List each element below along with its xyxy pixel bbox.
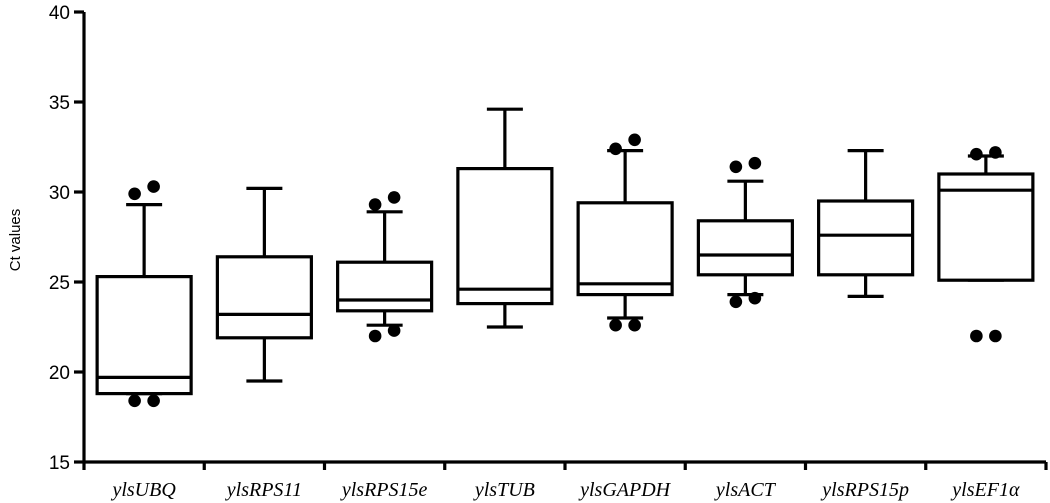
outlier-point (628, 318, 641, 332)
iqr-box (215, 255, 313, 340)
outlier-point (748, 291, 762, 305)
box-ylsUBQ (95, 180, 193, 408)
category-label: ylsGAPDH (578, 479, 672, 501)
box-ylsEF1α (937, 146, 1035, 343)
iqr-box (95, 275, 193, 396)
box-ylsTUB (456, 107, 554, 329)
outlier-point (128, 187, 141, 201)
y-tick-label: 15 (49, 453, 70, 474)
y-axis: 15 20 25 30 35 40 (49, 3, 86, 474)
box-ylsGAPDH (576, 133, 674, 332)
outlier-point (147, 180, 160, 193)
outlier-point (970, 329, 983, 343)
outlier-point (387, 324, 401, 337)
box-ylsRPS15e (336, 191, 434, 343)
box-ylsRPS15p (817, 149, 915, 298)
x-axis (82, 460, 1048, 470)
y-tick-label: 30 (49, 183, 70, 204)
category-label: ylsRPS11 (225, 479, 302, 501)
outlier-point (147, 394, 160, 408)
category-label: ylsRPS15p (820, 479, 909, 501)
y-tick-label: 20 (49, 363, 70, 384)
y-tick-label: 40 (49, 3, 70, 24)
outlier-point (387, 191, 401, 204)
category-label: ylsEF1α (950, 479, 1020, 501)
outlier-point (609, 318, 622, 332)
outlier-point (729, 160, 743, 174)
category-label: ylsUBQ (110, 479, 176, 501)
category-labels: ylsUBQ ylsRPS11 ylsRPS15e ylsTUB ylsGAPDH yls… (110, 479, 1019, 501)
outlier-point (989, 329, 1002, 343)
category-label: ylsTUB (473, 479, 535, 501)
box-ylsRPS11 (215, 186, 313, 383)
iqr-box (456, 167, 554, 306)
outlier-point (970, 147, 983, 161)
category-label: ylsACT (714, 479, 777, 501)
iqr-box (336, 260, 434, 313)
iqr-box (696, 219, 794, 277)
y-tick-label: 25 (49, 273, 70, 294)
category-label: ylsRPS15e (340, 479, 428, 501)
outlier-point (609, 142, 622, 156)
outlier-point (128, 394, 141, 408)
outlier-point (368, 198, 382, 211)
outlier-point (368, 329, 382, 343)
y-tick-label: 35 (49, 93, 70, 114)
boxes (95, 107, 1035, 408)
box-ylsACT (696, 156, 794, 309)
outlier-point (748, 156, 762, 170)
y-axis-label: Ct values (7, 209, 24, 272)
iqr-box (576, 201, 674, 297)
outlier-point (729, 295, 743, 309)
outlier-point (628, 133, 641, 147)
outlier-point (989, 146, 1002, 159)
iqr-box (817, 199, 915, 277)
